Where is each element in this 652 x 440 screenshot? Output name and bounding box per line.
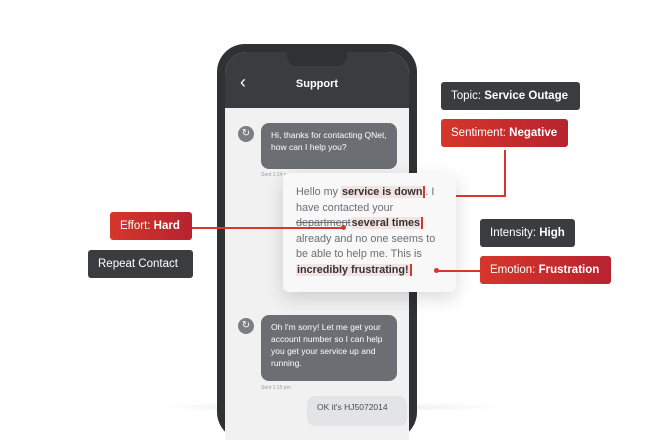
tag-value: Hard <box>153 220 180 232</box>
highlight-service-down: service is down <box>341 186 426 198</box>
tag-label: Sentiment: <box>451 127 510 139</box>
agent-message-bubble: Hi, thanks for contacting QNet, how can … <box>261 123 397 169</box>
tag-value: Frustration <box>538 264 600 276</box>
back-arrow-icon[interactable]: ‹ <box>240 72 246 92</box>
tag-repeat-contact: Repeat Contact <box>88 250 193 278</box>
connector-dot <box>434 268 439 273</box>
connector-dot <box>341 225 346 230</box>
highlight-several-times: several times <box>350 217 424 230</box>
user-message-bubble: OK it's HJ5072014 <box>307 396 407 426</box>
phone-notch <box>287 52 347 66</box>
phone-frame: ‹ Support ↻ Hi, thanks for contacting QN… <box>217 44 417 440</box>
tag-effort: Effort: Hard <box>110 212 192 240</box>
tag-value: Negative <box>509 127 558 139</box>
customer-message-card: Hello my service is down. I have contact… <box>283 173 456 292</box>
tag-label: Effort: <box>120 220 154 232</box>
connector-sentiment-vertical <box>504 150 506 197</box>
tag-value: Service Outage <box>484 90 568 102</box>
tag-topic: Topic: Service Outage <box>441 82 580 110</box>
message-timestamp: Sent 1:15 pm <box>261 385 291 391</box>
tag-label: Repeat Contact <box>98 258 178 270</box>
agent-avatar-icon: ↻ <box>238 126 254 142</box>
tag-intensity: Intensity: High <box>480 219 575 247</box>
message-text: . I have contacted your <box>296 186 435 214</box>
message-timestamp: Sent 1:14 pm <box>261 172 291 178</box>
app-bar: ‹ Support <box>225 52 409 108</box>
tag-sentiment: Sentiment: Negative <box>441 119 568 147</box>
tag-value: High <box>539 227 565 239</box>
phone-screen: ‹ Support ↻ Hi, thanks for contacting QN… <box>225 52 409 440</box>
agent-message-bubble: Oh I'm sorry! Let me get your account nu… <box>261 315 397 381</box>
agent-avatar-icon: ↻ <box>238 318 254 334</box>
tag-emotion: Emotion: Frustration <box>480 256 611 284</box>
tag-label: Intensity: <box>490 227 540 239</box>
connector-emotion <box>436 270 480 272</box>
message-text: Hello my <box>296 186 341 198</box>
highlight-incredibly-frustrating: incredibly frustrating! <box>296 263 412 276</box>
agent-message-text: Hi, thanks for contacting QNet, how can … <box>271 130 387 152</box>
agent-message-text: Oh I'm sorry! Let me get your account nu… <box>271 322 383 368</box>
tag-label: Emotion: <box>490 264 539 276</box>
user-message-text: OK it's HJ5072014 <box>317 402 388 412</box>
strikethrough-text: department <box>296 217 351 230</box>
connector-sentiment <box>456 195 506 197</box>
page-title: Support <box>295 78 339 90</box>
message-text: already and no one seems to be able to h… <box>296 232 436 261</box>
tag-label: Topic: <box>451 90 485 102</box>
connector-effort <box>192 227 344 229</box>
